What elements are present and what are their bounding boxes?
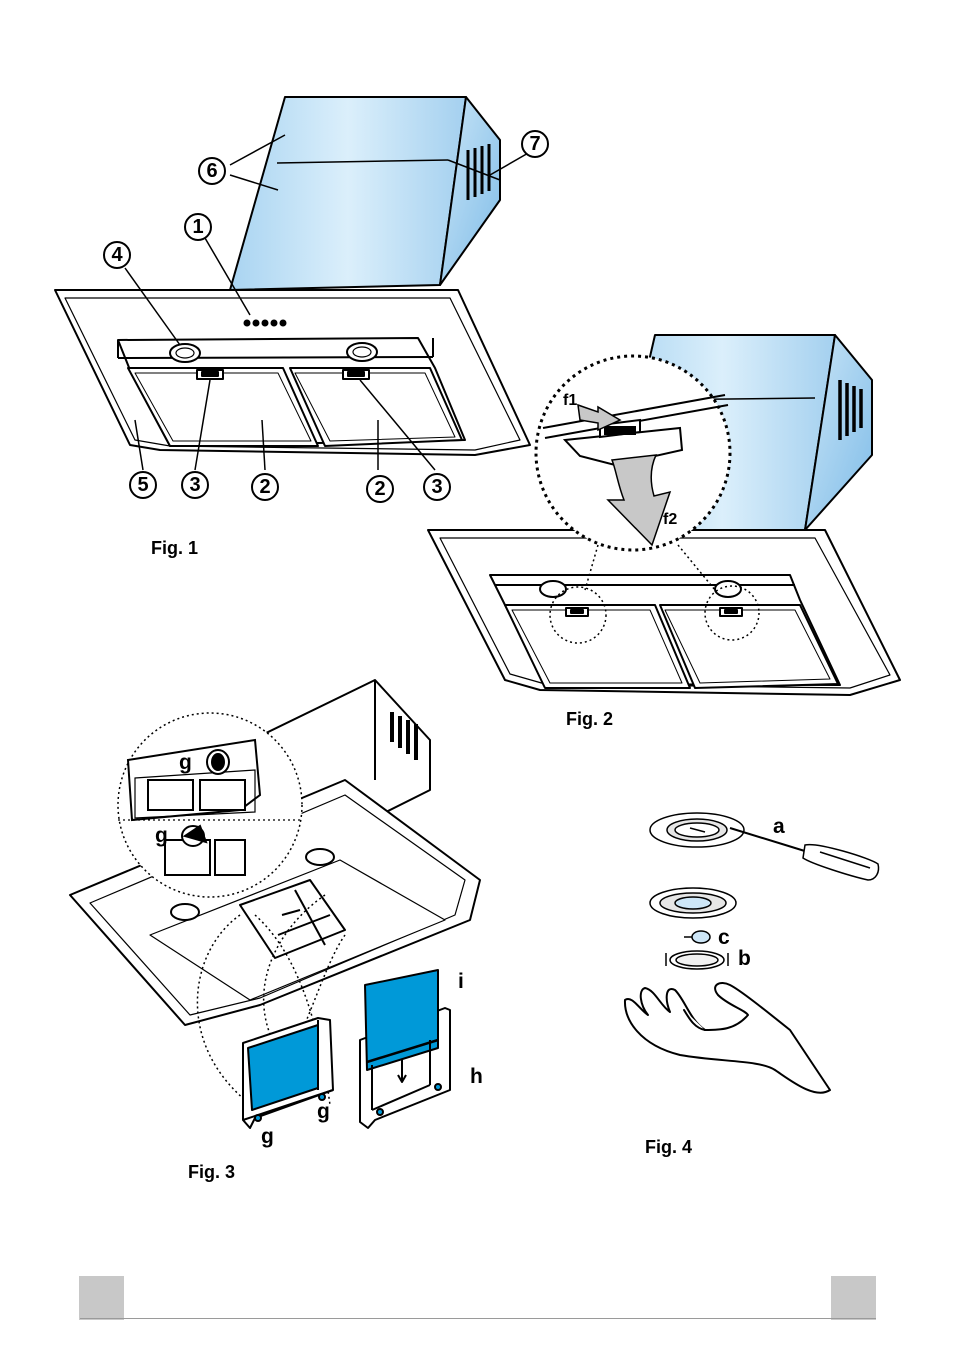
fig4-label-c: c <box>718 926 730 949</box>
fig3-label-g-right: g <box>317 1100 330 1123</box>
footer-rule <box>80 1318 876 1319</box>
fig1-callout-7: 7 <box>521 130 549 158</box>
fig3-label-i: i <box>458 970 464 993</box>
fig3-label-g-top: g <box>179 751 192 774</box>
fig1-callout-2-right: 2 <box>366 475 394 503</box>
fig1-callout-3-right: 3 <box>423 473 451 501</box>
fig2-vent-grille <box>838 380 863 440</box>
fig1-canopy <box>54 289 531 456</box>
fig3-label-h: h <box>470 1065 483 1088</box>
fig1-vent-grille <box>466 144 491 200</box>
fig1-callout-5: 5 <box>129 471 157 499</box>
fig4-caption: Fig. 4 <box>645 1137 693 1157</box>
fig3-canopy <box>69 779 481 1026</box>
fig1-callout-6: 6 <box>198 157 226 185</box>
fig4-lamp-housing <box>649 887 737 919</box>
fig1-caption: Fig. 1 <box>151 538 199 558</box>
fig2-f1-arrow <box>577 403 622 432</box>
fig3-filter-cassette-right <box>359 969 451 1129</box>
fig3-caption: Fig. 3 <box>188 1162 236 1182</box>
footer-right-tab <box>831 1276 876 1320</box>
fig1-callout-3-left: 3 <box>181 471 209 499</box>
fig2-label-f1: f1 <box>563 392 578 409</box>
fig3-label-g-bottom: g <box>261 1125 274 1148</box>
fig1-chimney <box>229 96 501 291</box>
fig4-glass-cover <box>665 950 729 970</box>
fig3-vent-grille <box>390 712 418 760</box>
fig3-label-g-mid: g <box>155 824 168 847</box>
fig4-label-b: b <box>738 947 751 970</box>
fig2-f2-arrow <box>606 454 672 547</box>
fig4-screwdriver <box>729 827 880 881</box>
fig4-hand <box>623 982 831 1094</box>
fig4-bulb <box>684 930 711 944</box>
fig2-canopy <box>427 529 901 696</box>
fig2-label-f2: f2 <box>663 511 678 528</box>
fig4-light-fixture-top <box>649 812 745 848</box>
fig2-caption: Fig. 2 <box>566 709 614 729</box>
fig1-callout-1: 1 <box>184 213 212 241</box>
fig2-detail-magnifier <box>549 544 760 644</box>
fig3-filter-cassette-left <box>242 1017 334 1129</box>
fig3-zoom-lens <box>117 712 303 898</box>
fig1-callout-2-left: 2 <box>251 473 279 501</box>
footer-left-tab <box>79 1276 124 1320</box>
fig4-label-a: a <box>773 815 785 838</box>
fig1-leader-lines <box>124 134 531 471</box>
fig1-callout-4: 4 <box>103 241 131 269</box>
